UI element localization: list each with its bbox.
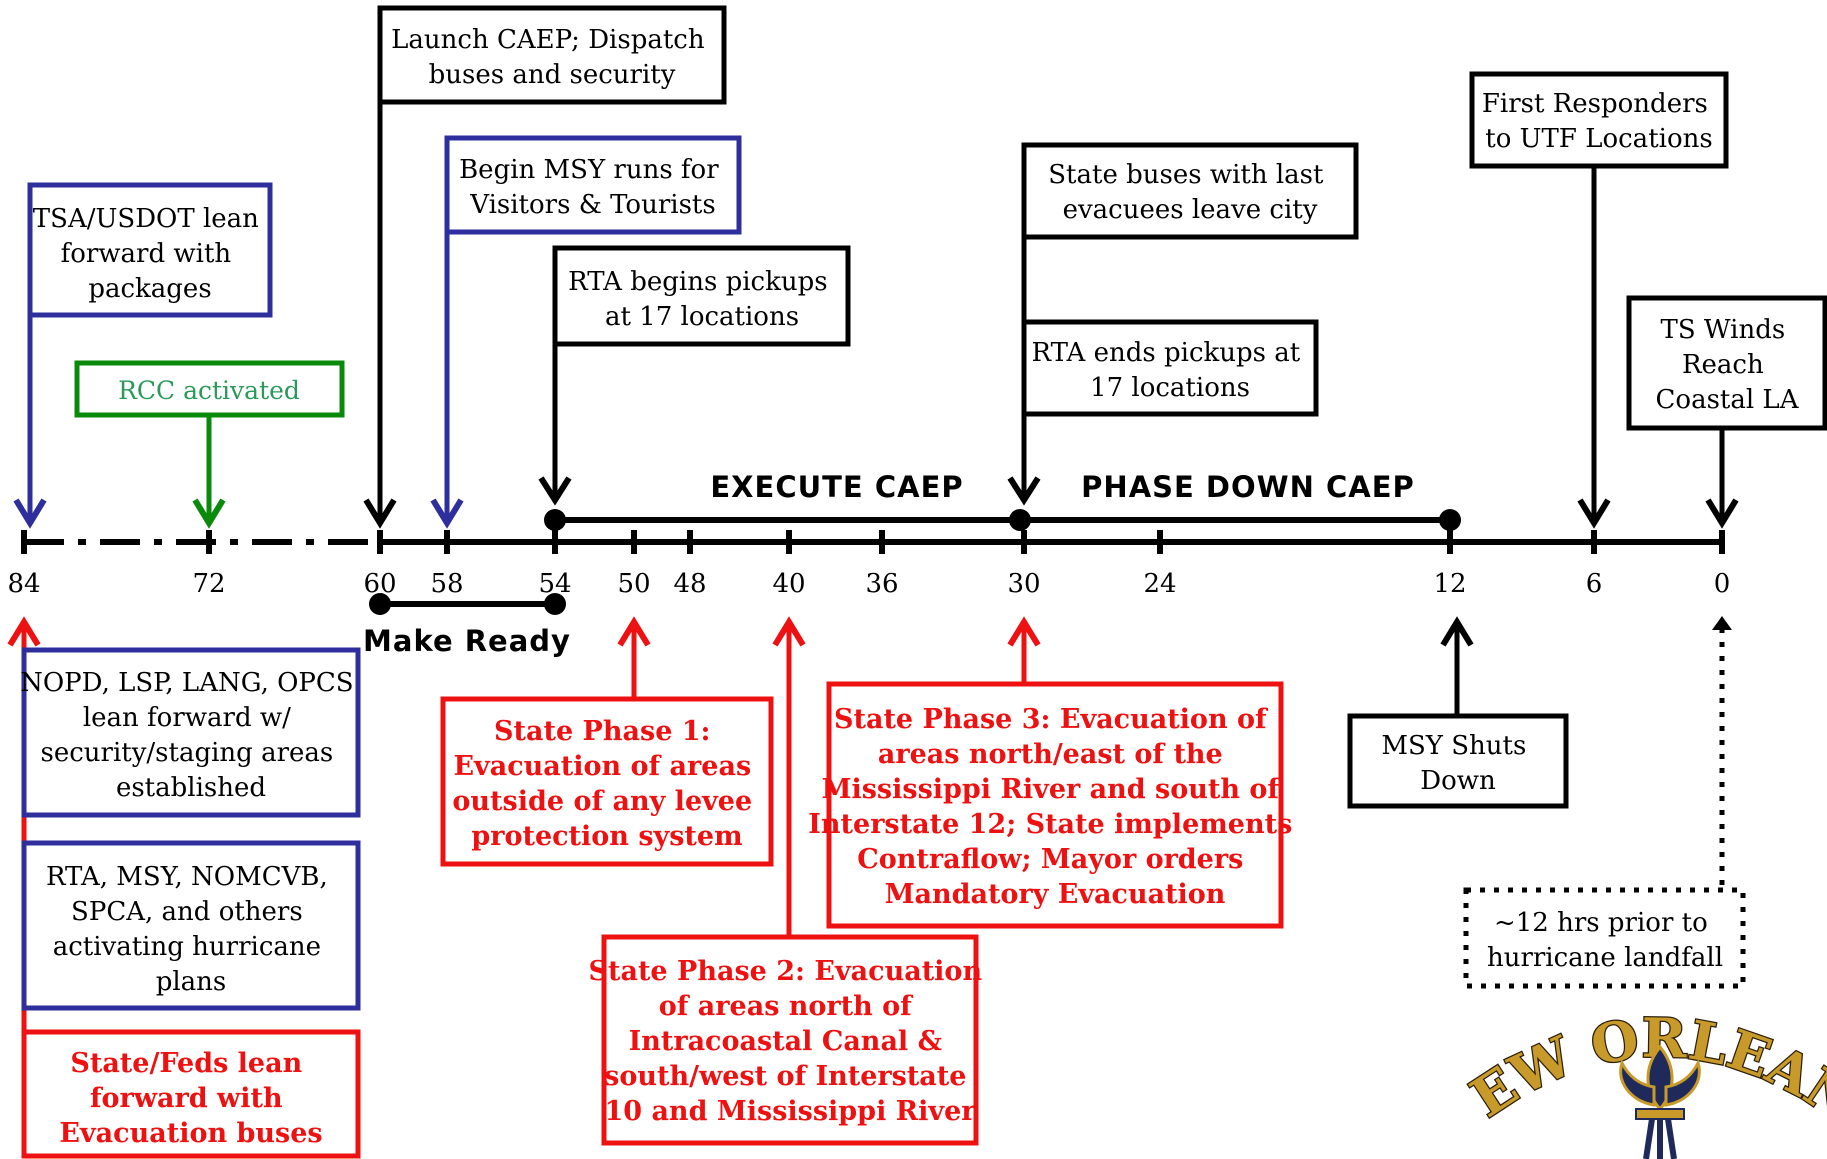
prior-landfall-text: ~12 hrs prior to hurricane landfall [1487,908,1723,973]
rta-ends-box [1021,319,1319,417]
axis-tick-label-36: 36 [865,569,898,599]
msy-shuts-arrowhead [1440,616,1474,647]
axis-tick-label-40: 40 [772,569,805,599]
axis-tick-label-12: 12 [1433,569,1466,599]
prior-landfall-box [1463,887,1746,989]
state-buses-event: State buses with last evacuees leave cit… [1021,142,1359,240]
rcc-text: RCC activated [118,376,300,405]
execute-start-dot [544,509,566,531]
hour-30-arrowhead [1007,476,1041,506]
ts-winds-arrowhead [1705,498,1739,529]
first-responders-text: First Responders to UTF Locations [1482,89,1716,154]
state-buses-text: State buses with last evacuees leave cit… [1048,160,1332,225]
fleur-de-lis-icon [1619,1044,1701,1159]
rta-begins-arrowhead [538,476,572,506]
axis-tick-label-48: 48 [673,569,706,599]
launch-caep-box [377,5,727,105]
first-responders-box [1469,71,1729,169]
rta-ends-event: RTA ends pickups at 17 locations [1021,319,1319,417]
ts-winds-text: TS Winds Reach Coastal LA [1656,315,1800,415]
rta-msy-event: RTA, MSY, NOMCVB, SPCA, and others activ… [21,840,361,1011]
state-feds-box [21,1029,361,1159]
phase-down-caep-label: PHASE DOWN CAEP [1081,470,1415,504]
state-phase-1-event: State Phase 1: Evacuation of areas outsi… [440,616,774,867]
nopd-text: NOPD, LSP, LANG, OPCS lean forward w/ se… [20,668,362,803]
ts-winds-event: TS Winds Reach Coastal LA [1626,295,1827,529]
execute-end-dot [1009,509,1031,531]
launch-caep-arrowhead [363,498,397,529]
tsa-usdot-arrowhead [13,498,47,529]
nopd-box [21,647,361,818]
phase-3-box [826,681,1284,929]
phase-2-text: State Phase 2: Evacuation of areas north… [589,956,992,1127]
axis-tick-label-6: 6 [1586,569,1603,599]
rta-msy-text: RTA, MSY, NOMCVB, SPCA, and others activ… [46,862,336,997]
msy-shuts-event: MSY Shuts Down [1347,616,1569,809]
axis-tick-label-0: 0 [1714,569,1731,599]
first-responders-event: First Responders to UTF Locations [1469,71,1729,529]
phase-1-text: State Phase 1: Evacuation of areas outsi… [452,716,761,852]
make-ready-start-dot [369,593,391,615]
axis-tick-label-30: 30 [1007,569,1040,599]
make-ready-end-dot [544,593,566,615]
state-phase-3-event: State Phase 3: Evacuation of areas north… [808,616,1301,929]
msy-runs-arrowhead [430,498,464,529]
axis-tick-label-72: 72 [192,569,225,599]
launch-caep-text: Launch CAEP; Dispatch buses and security [391,25,713,90]
phase-1-box [440,696,774,867]
rcc-arrowhead [192,498,226,529]
state-feds-text: State/Feds lean forward with Evacuation … [59,1048,322,1149]
msy-runs-event: Begin MSY runs for Visitors & Tourists [430,135,742,529]
phase-2-arrowhead [772,616,806,647]
phase-3-text: State Phase 3: Evacuation of areas north… [808,704,1301,910]
msy-runs-text: Begin MSY runs for Visitors & Tourists [459,155,727,220]
rta-begins-event: RTA begins pickups at 17 locations [538,245,851,506]
msy-runs-box [444,135,742,235]
nopd-event: NOPD, LSP, LANG, OPCS lean forward w/ se… [20,647,362,818]
rta-begins-box [552,245,851,347]
axis-tick-label-84: 84 [7,569,40,599]
phase-1-arrowhead [617,616,651,647]
tsa-usdot-event: TSA/USDOT lean forward with packages [13,182,273,529]
msy-shuts-box [1347,713,1569,809]
state-feds-event: State/Feds lean forward with Evacuation … [21,1029,361,1159]
axis-tick-label-58: 58 [430,569,463,599]
axis-tick-label-24: 24 [1143,569,1176,599]
make-ready-label: Make Ready [363,624,571,658]
rcc-box [74,360,345,418]
tsa-usdot-text: TSA/USDOT lean forward with packages [33,204,267,304]
ts-winds-box [1626,295,1827,431]
axis-ticks [21,530,1725,554]
make-ready-bar [369,593,566,615]
rta-begins-text: RTA begins pickups at 17 locations [568,267,836,332]
axis-tick-label-50: 50 [617,569,650,599]
rta-msy-box [21,840,361,1011]
tsa-usdot-box [27,182,273,318]
hour-84-red-arrowhead [7,616,41,647]
first-responders-arrowhead [1577,498,1611,529]
execute-caep-label: EXECUTE CAEP [710,470,963,504]
state-phase-2-event: State Phase 2: Evacuation of areas north… [589,616,992,1146]
rcc-event: RCC activated [74,360,345,529]
msy-shuts-text: MSY Shuts Down [1381,731,1534,796]
phase-2-box [601,934,979,1146]
prior-landfall-arrowhead [1712,616,1732,630]
rta-ends-text: RTA ends pickups at 17 locations [1032,338,1309,403]
execute-phase-bar [544,509,1461,531]
prior-landfall-event: ~12 hrs prior to hurricane landfall [1463,616,1746,989]
state-buses-box [1021,142,1359,240]
launch-caep-event: Launch CAEP; Dispatch buses and security [363,5,727,529]
phase-3-arrowhead [1007,616,1041,647]
phase-down-end-dot [1439,509,1461,531]
